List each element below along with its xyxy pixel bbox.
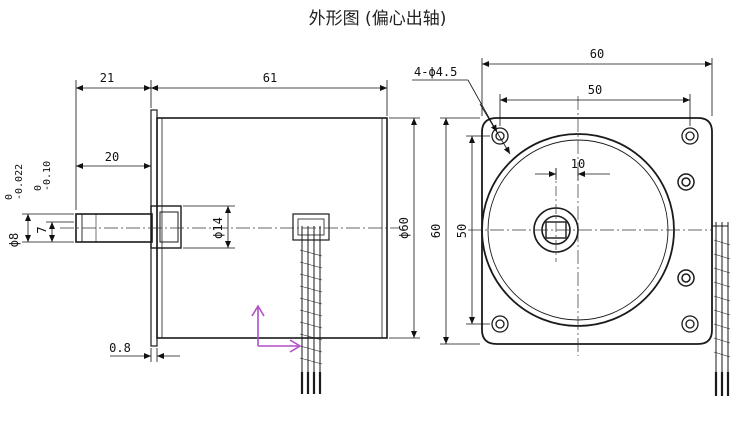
dim-holes: 4-ϕ4.5 [414,65,457,79]
dim-body-dia: ϕ60 [397,217,411,239]
drawing-title: 外形图 (偏心出轴) [308,9,447,29]
dim-boss-dia: ϕ14 [211,217,225,239]
dim-height: 60 [429,224,443,238]
lead-wires [299,226,323,394]
dim-shaft-dia-tol-lower: -0.022 [14,164,25,200]
dim-flange-thickness: 0.8 [109,341,131,355]
cursor-marker [251,304,302,353]
side-view [60,109,400,394]
front-view-dimensions [412,58,713,345]
dim-hole-pitch-y: 50 [455,224,469,238]
dim-offset: 10 [571,157,585,171]
square-flange [481,117,713,345]
dim-flat-tol-lower: -0.10 [42,161,53,191]
dim-shaft-dia-tol-upper: 0 [4,194,15,200]
dim-flat: 7 [35,226,49,233]
dim-hole-pitch-x: 50 [588,83,602,97]
dim-flat-length: 20 [105,150,119,164]
dim-flat-tol-upper: 0 [33,185,44,191]
side-view-dimensions [22,80,420,362]
dim-shaft-dia: ϕ8 [7,233,21,247]
mounting-holes [491,127,699,333]
dim-width: 60 [590,47,604,61]
dim-body-length: 61 [263,71,277,85]
dim-shaft-length: 21 [100,71,114,85]
shaft-boss [150,205,182,249]
wire-exit [292,213,330,241]
front-view [468,96,731,396]
front-lead-wires [712,222,731,396]
